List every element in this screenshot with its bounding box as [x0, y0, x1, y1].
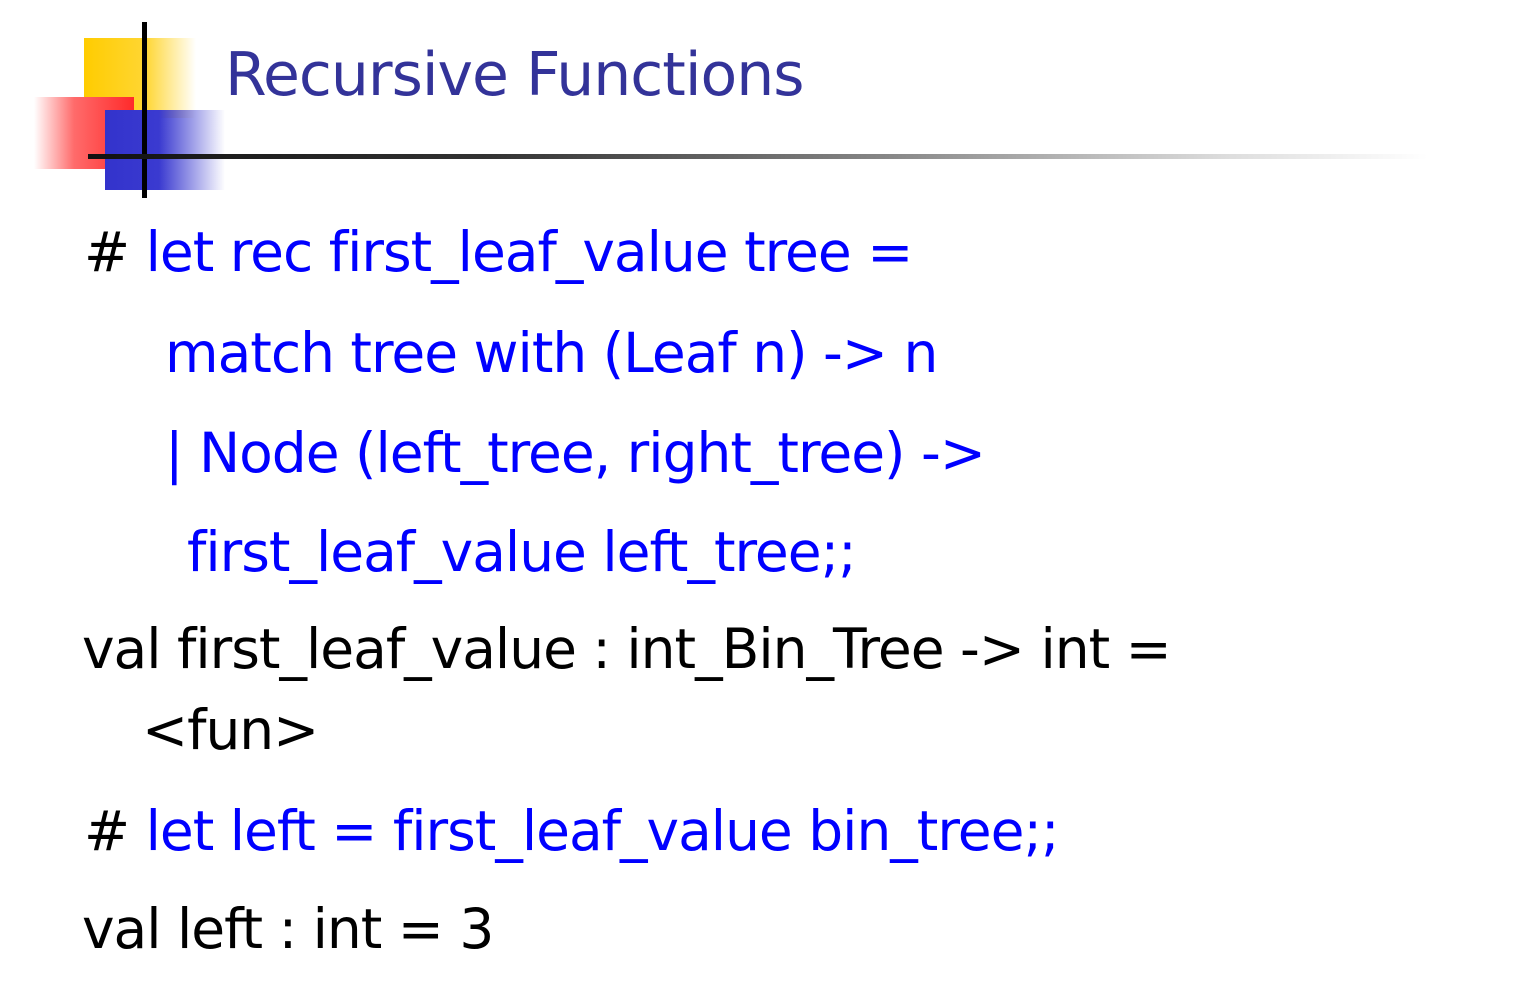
input-code: let rec first_leaf_value tree =: [145, 220, 914, 284]
output-line-1: val first_leaf_value : int_Bin_Tree -> i…: [82, 617, 1172, 681]
output-line-3: val left : int = 3: [82, 897, 494, 961]
title-underline: [88, 154, 1428, 159]
code-line-1: # let rec first_leaf_value tree =: [84, 214, 914, 290]
code-line-3: | Node (left_tree, right_tree) ->: [165, 421, 986, 485]
code-line-5: # let left = first_leaf_value bin_tree;;: [84, 793, 1060, 869]
code-line-2: match tree with (Leaf n) -> n: [165, 321, 938, 385]
slide-title: Recursive Functions: [225, 40, 804, 110]
input-code: let left = first_leaf_value bin_tree;;: [145, 799, 1060, 863]
logo-blue-square: [105, 110, 225, 190]
code-line-4: first_leaf_value left_tree;;: [187, 520, 857, 584]
prompt-symbol: #: [84, 799, 146, 863]
logo-vertical-line: [142, 22, 147, 198]
output-line-2: <fun>: [142, 698, 319, 762]
prompt-symbol: #: [84, 220, 146, 284]
